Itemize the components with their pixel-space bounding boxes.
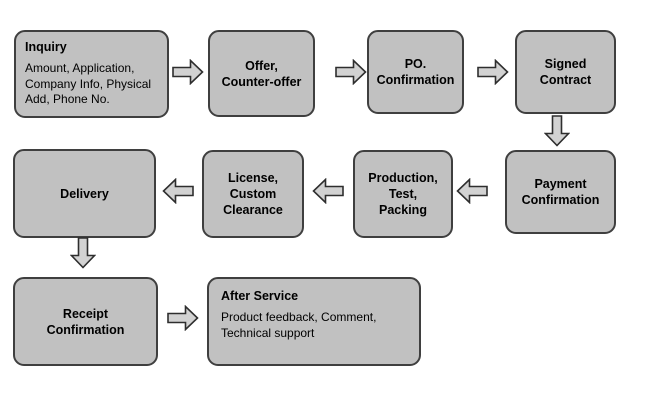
node-signed-contract: Signed Contract bbox=[515, 30, 616, 114]
node-inquiry: Inquiry Amount, Application, Company Inf… bbox=[14, 30, 169, 118]
node-production-title: Production, Test, Packing bbox=[368, 171, 438, 217]
node-inquiry-body: Amount, Application, Company Info, Physi… bbox=[25, 61, 152, 107]
node-license-custom-clearance: License, Custom Clearance bbox=[202, 150, 304, 238]
flow-arrow-right-icon bbox=[172, 59, 204, 85]
node-receipt-confirmation: Receipt Confirmation bbox=[13, 277, 158, 366]
node-delivery-title: Delivery bbox=[60, 186, 109, 201]
node-signed-title: Signed Contract bbox=[539, 57, 592, 87]
flow-arrow-right-icon bbox=[335, 59, 367, 85]
node-offer-counter-offer: Offer, Counter-offer bbox=[208, 30, 315, 117]
node-payment-title: Payment Confirmation bbox=[521, 177, 600, 207]
node-payment-confirmation: Payment Confirmation bbox=[505, 150, 616, 234]
node-after-service-title: After Service bbox=[221, 289, 299, 303]
node-delivery: Delivery bbox=[13, 149, 156, 238]
flow-arrow-down-icon bbox=[544, 115, 570, 147]
node-after-service: After Service Product feedback, Comment,… bbox=[207, 277, 421, 366]
node-production-test-packing: Production, Test, Packing bbox=[353, 150, 453, 238]
flow-arrow-left-icon bbox=[312, 178, 344, 204]
node-after-service-body: Product feedback, Comment, Technical sup… bbox=[221, 310, 377, 340]
node-po-confirmation: PO. Confirmation bbox=[367, 30, 464, 114]
node-receipt-title: Receipt Confirmation bbox=[46, 306, 125, 337]
flow-arrow-right-icon bbox=[477, 59, 509, 85]
flow-arrow-left-icon bbox=[162, 178, 194, 204]
flow-arrow-left-icon bbox=[456, 178, 488, 204]
node-po-title: PO. Confirmation bbox=[376, 57, 455, 87]
flow-arrow-down-icon bbox=[70, 237, 96, 269]
node-inquiry-title: Inquiry bbox=[25, 40, 67, 54]
flow-arrow-right-icon bbox=[167, 305, 199, 331]
node-offer-title: Offer, Counter-offer bbox=[221, 58, 302, 89]
node-license-title: License, Custom Clearance bbox=[223, 171, 283, 217]
